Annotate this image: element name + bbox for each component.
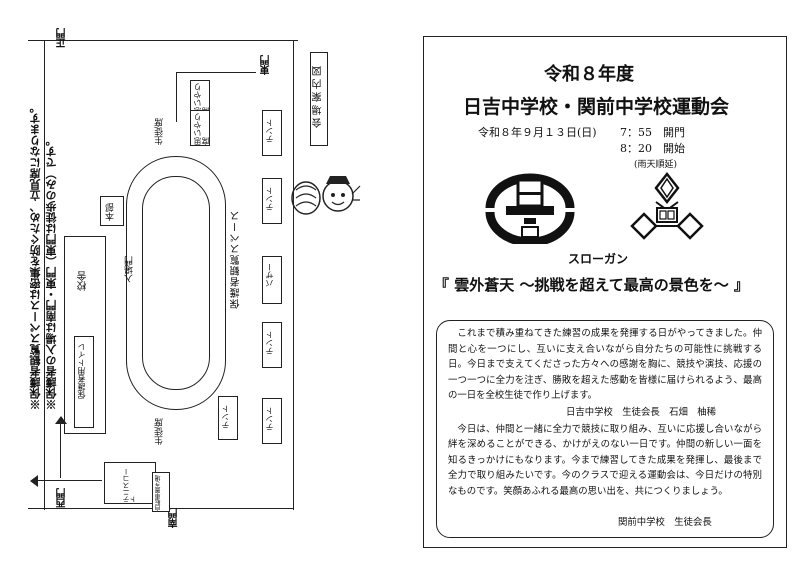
arrow-up-icon <box>55 416 67 424</box>
omoiyari-seat-2: 思いやり席 <box>190 110 210 146</box>
entrance-gate: 入場門 <box>125 256 135 283</box>
parent-toilet: 保護者用トイレ <box>74 336 94 428</box>
tent-1: テント <box>262 110 282 156</box>
sekimae-emblem <box>630 171 704 240</box>
map-border-left <box>44 40 46 510</box>
bazaar: バザー <box>262 256 282 304</box>
headquarters-box: 本部 <box>100 196 124 226</box>
track-outer <box>126 156 226 410</box>
tent-4: テント <box>262 398 282 444</box>
gate-west: 西門 <box>57 488 68 508</box>
guide-box: 会場案内図 <box>310 52 328 146</box>
sekimae-message: 今日は、仲間と一緒に全力で競技に取り組み、互いに応援し合いながら絆を深めることが… <box>448 424 762 497</box>
event-info-panel <box>423 36 787 548</box>
track-inner <box>142 176 210 390</box>
map-border-top <box>28 40 298 42</box>
tent-3: テント <box>262 322 282 368</box>
arrow-left-icon <box>30 475 38 487</box>
venue-map: 正門 東門 西門 南門 ※保護者観覧スペースは密集を防ぐため、立見席になります。… <box>28 28 361 528</box>
student-seat-bottom: 生徒席 <box>155 418 165 445</box>
sekimae-signature: 関前中学校 生徒会長 <box>618 517 712 528</box>
message-box <box>436 320 774 538</box>
rain-note: (雨天順延) <box>634 160 678 170</box>
slogan-text: 『 雲外蒼天 ～挑戦を超えて最高の景色を～ 』 <box>434 276 749 294</box>
hiyoshi-emblem <box>485 173 575 244</box>
tent-2: テント <box>262 178 282 224</box>
gate-east: 東門 <box>261 55 272 75</box>
map-border-right <box>293 40 295 510</box>
hiyoshi-signature: 日吉中学校 生徒会長 石畑 柚稀 <box>566 407 717 418</box>
gate-south: 南門 <box>169 508 180 528</box>
tent-5: テント <box>218 396 238 440</box>
student-seat-top: 生徒席 <box>155 118 165 145</box>
title-main: 日吉中学校・関前中学校運動会 <box>463 96 730 118</box>
mascot-illustration <box>291 176 361 215</box>
note-1: ※保護者の入場は南門・東門（東門は徒歩のみ）です。 <box>45 135 58 410</box>
time-start: 8：20 開始 <box>620 142 685 155</box>
tennis-court: テニスコート <box>104 462 156 504</box>
guide-box-label: 会場案内図 <box>313 63 324 128</box>
title-year: 令和８年度 <box>544 64 634 85</box>
event-date: 令和８年９月１３日(日) <box>478 126 597 139</box>
slogan-label: スローガン <box>568 252 629 266</box>
time-open: 7：55 開門 <box>620 126 685 139</box>
note-2: ※保護者観覧スペースは密集を防ぐため、立見席になります。 <box>29 102 42 410</box>
hiyoshi-message: これまで積み重ねてきた練習の成果を発揮する日がやってきました。仲間と心を一つにし… <box>448 328 762 402</box>
viewing-space: 保護者観覧スペース <box>231 210 242 309</box>
gate-north: 正門 <box>57 28 68 48</box>
bicycle-parking: 自転車置き場 <box>152 472 170 512</box>
